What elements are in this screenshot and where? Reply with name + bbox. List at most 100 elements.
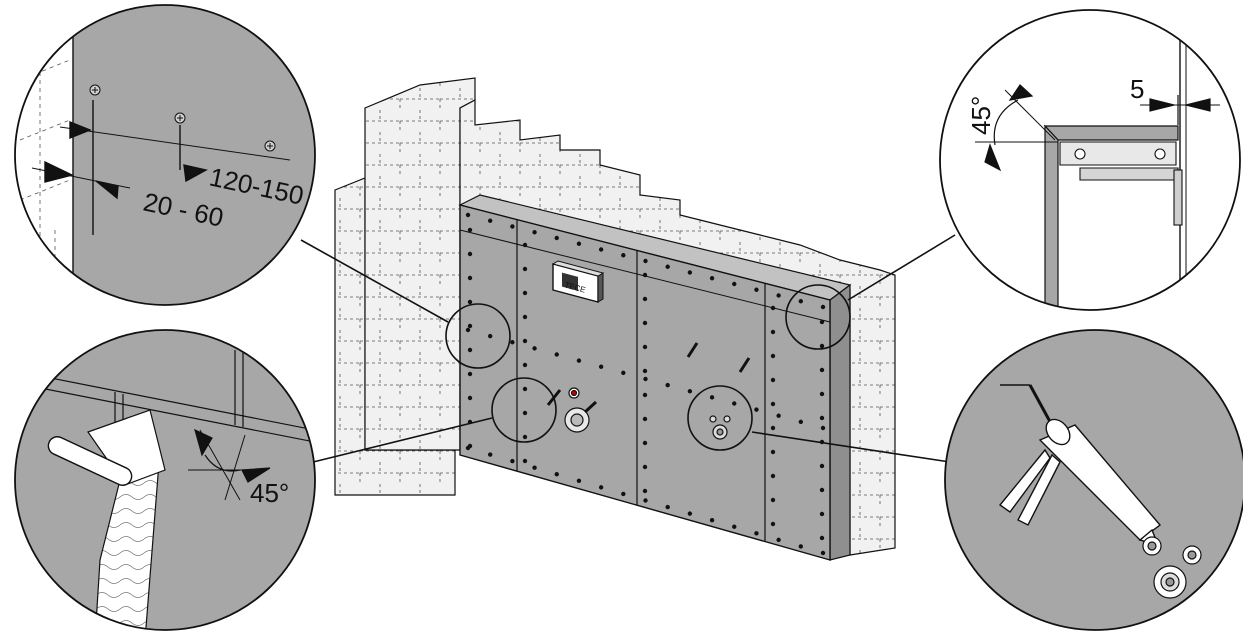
screw-dot bbox=[709, 517, 715, 523]
detail-markers bbox=[445, 284, 851, 451]
gap-dimension-label: 5 bbox=[1130, 74, 1144, 104]
screw-dot bbox=[642, 320, 648, 326]
screw-dot bbox=[665, 504, 670, 510]
screw-dot bbox=[770, 305, 776, 311]
screw-dot bbox=[522, 314, 528, 320]
screw-dot bbox=[576, 478, 582, 484]
screw-dot bbox=[798, 299, 804, 304]
screw-dot bbox=[598, 247, 604, 252]
screw-dot bbox=[465, 445, 471, 451]
screw-dot bbox=[522, 242, 528, 248]
screw-dot bbox=[819, 535, 825, 541]
leader-lines bbox=[300, 234, 956, 466]
screw-dot bbox=[770, 449, 776, 455]
screw-dot bbox=[665, 264, 670, 269]
pipe-fittings bbox=[546, 342, 751, 440]
screw-dot bbox=[642, 464, 648, 470]
screw-dot bbox=[642, 392, 648, 398]
callout-tape-corner: 45° bbox=[14, 329, 316, 631]
screw-dot bbox=[798, 544, 804, 549]
pipe-rosettes bbox=[1142, 536, 1202, 599]
callout-sealant bbox=[944, 329, 1243, 631]
screw-dot bbox=[643, 258, 648, 264]
screw-dot bbox=[532, 230, 537, 235]
left-brick-wall-side bbox=[364, 77, 476, 451]
callout-corner-joint: 45° 5 bbox=[939, 9, 1241, 311]
screw-dot bbox=[770, 377, 776, 383]
screw-dot bbox=[819, 415, 825, 421]
screw-dot bbox=[819, 511, 825, 517]
screw-dot bbox=[642, 440, 648, 446]
screw-dot bbox=[487, 452, 493, 457]
screw-dot bbox=[621, 253, 626, 258]
screw-dot bbox=[522, 410, 528, 416]
screw-dot bbox=[770, 401, 776, 407]
marker-screw-spacing bbox=[445, 303, 511, 369]
screw-dot bbox=[819, 463, 825, 469]
screw-dot bbox=[642, 344, 648, 350]
screw-dot bbox=[687, 270, 693, 275]
marker-sealant bbox=[687, 385, 753, 451]
screw-dot bbox=[554, 472, 559, 477]
screw-heads bbox=[89, 84, 276, 152]
screw-dot bbox=[770, 497, 776, 503]
screw-dot bbox=[643, 376, 648, 382]
screw-dot bbox=[798, 419, 804, 425]
screw-dot bbox=[770, 425, 776, 431]
screw-dot bbox=[522, 290, 528, 296]
screw-dot bbox=[819, 391, 825, 397]
screw-dot bbox=[642, 272, 648, 278]
screw-dot bbox=[754, 531, 759, 536]
screw-dot bbox=[467, 371, 473, 377]
screw-dot bbox=[467, 251, 473, 257]
screw-dot bbox=[776, 537, 781, 543]
screw-dot bbox=[770, 329, 776, 335]
screw-dot bbox=[770, 521, 776, 527]
screw-dot bbox=[819, 367, 825, 373]
sealant-gun bbox=[998, 384, 1162, 547]
screw-dot bbox=[642, 416, 648, 422]
screw-dot bbox=[709, 395, 715, 400]
flush-device-box: TECE bbox=[551, 260, 605, 303]
screw-dot bbox=[554, 352, 559, 357]
screw-dot bbox=[576, 241, 582, 246]
screw-dot bbox=[510, 224, 515, 229]
screw-dot bbox=[820, 304, 826, 310]
screw-dot bbox=[465, 212, 471, 218]
marker-corner bbox=[785, 284, 851, 350]
screw-dot bbox=[776, 293, 781, 298]
screw-dot bbox=[522, 386, 528, 392]
screw-dot bbox=[467, 395, 473, 401]
screw-dot bbox=[465, 327, 471, 333]
screw-dot bbox=[819, 487, 825, 493]
screw-dot bbox=[532, 465, 537, 470]
screw-dot bbox=[642, 368, 648, 374]
screw-dot bbox=[732, 401, 737, 406]
screw-dot bbox=[522, 434, 528, 440]
panel-side-edge bbox=[829, 283, 851, 561]
screw-dot bbox=[819, 319, 825, 325]
screw-dot bbox=[754, 287, 759, 292]
screw-dot bbox=[598, 364, 604, 369]
screw-dot bbox=[621, 491, 626, 497]
screw-dot bbox=[467, 299, 473, 305]
screw-dot bbox=[643, 498, 648, 503]
screw-dot bbox=[510, 458, 515, 464]
screw-dot bbox=[522, 362, 528, 368]
screw-dot bbox=[687, 511, 693, 516]
marker-tape bbox=[491, 377, 557, 443]
screw-dot bbox=[576, 358, 582, 363]
central-wall-assembly: TECE bbox=[300, 77, 956, 561]
screw-dot bbox=[820, 425, 826, 431]
screw-dot bbox=[687, 389, 693, 394]
screw-dot bbox=[522, 266, 528, 272]
screw-dot bbox=[467, 347, 473, 353]
screw-dot bbox=[467, 275, 473, 281]
screw-dot bbox=[776, 413, 781, 418]
screw-dot bbox=[467, 323, 473, 329]
screw-dot bbox=[532, 346, 537, 351]
screw-dot bbox=[770, 353, 776, 359]
screw-dot bbox=[487, 333, 493, 339]
corner-angle-label: 45° bbox=[966, 96, 996, 135]
